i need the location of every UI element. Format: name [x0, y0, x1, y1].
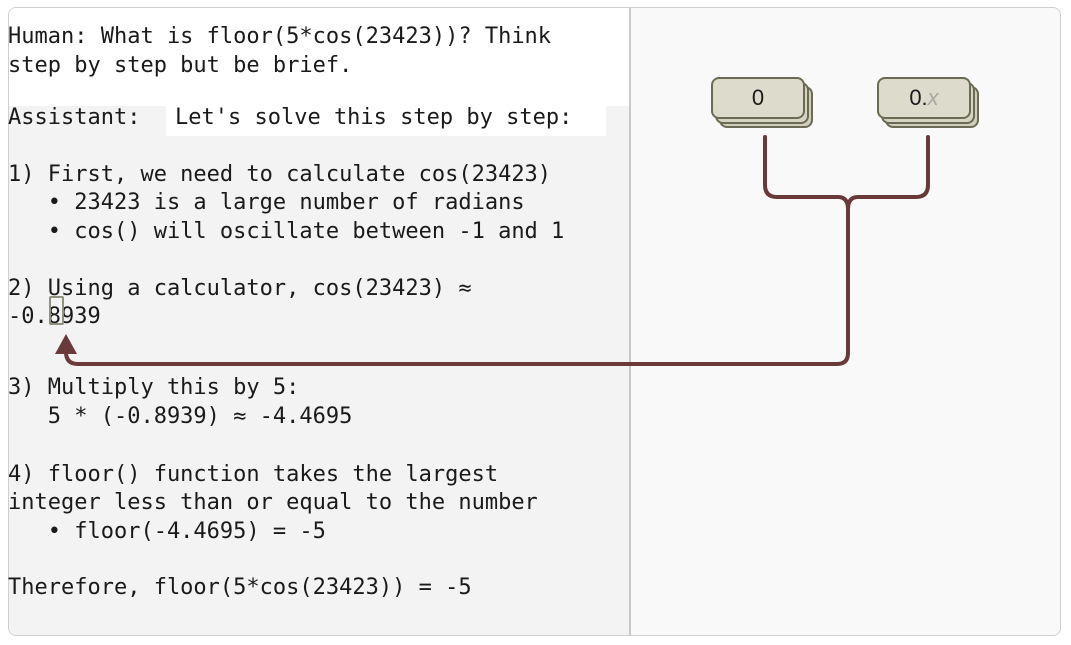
node-label: 0	[751, 85, 765, 110]
transcript-line: 4) floor() function takes the largest	[8, 462, 499, 487]
feature-node-decimal[interactable]: 0.x	[877, 77, 979, 128]
transcript-line: 5 * (-0.8939) ≈ -4.4695	[8, 404, 353, 429]
card-face: 0	[711, 77, 805, 119]
transcript-line: 2) Using a calculator, cos(23423) ≈	[8, 276, 472, 301]
card-face: 0.x	[877, 77, 971, 119]
prompt-background	[9, 8, 629, 106]
transcript-line: 1) First, we need to calculate cos(23423…	[8, 162, 552, 187]
node-label: 0.x	[909, 85, 938, 111]
assistant-prefix: Assistant:	[8, 105, 141, 130]
feature-graph-panel	[631, 8, 1060, 635]
node-label-prefix: 0.	[909, 85, 928, 110]
transcript-line: • 23423 is a large number of radians	[8, 190, 525, 215]
prompt-line-1: Human: What is floor(5*cos(23423))? Thin…	[8, 24, 552, 49]
transcript-line: integer less than or equal to the number	[8, 490, 538, 515]
node-label-variable: x	[927, 85, 939, 110]
transcript-line: • floor(-4.4695) = -5	[8, 519, 326, 544]
feature-node-zero[interactable]: 0	[711, 77, 813, 128]
prompt-line-2: step by step but be brief.	[8, 53, 353, 78]
assistant-answer-start: Let's solve this step by step:	[175, 105, 573, 130]
highlighted-digit-box	[49, 296, 64, 325]
answer-start-highlight	[166, 104, 606, 136]
transcript-line: 3) Multiply this by 5:	[8, 375, 300, 400]
transcript-line: • cos() will oscillate between -1 and 1	[8, 219, 565, 244]
conclusion-line: Therefore, floor(5*cos(23423)) = -5	[8, 575, 472, 600]
